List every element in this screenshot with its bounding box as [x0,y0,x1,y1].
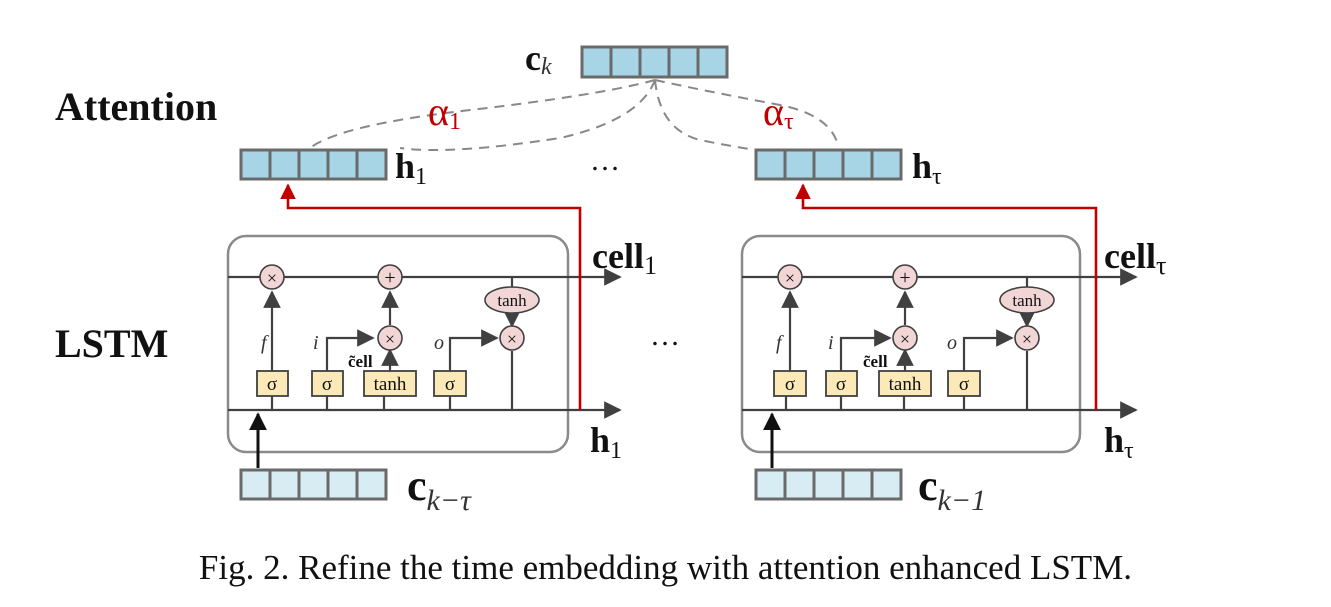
label-o: o [434,332,444,354]
attention-dashed-lines [309,79,839,152]
label-f: f [261,332,269,354]
label-i: i [313,332,319,354]
lstm-title: LSTM [55,321,168,366]
context-vector-ck [580,45,729,79]
top-ellipsis: … [590,144,620,177]
h1-top-label: h1 [395,146,427,190]
label-i-r: i [828,332,834,354]
red-link-right [795,183,1098,410]
input-vector-right [754,468,903,501]
label-cell-tilde: c̃ell [348,352,373,371]
input-right-label: ck−1 [918,461,986,517]
celltau-label: cellτ [1104,236,1166,280]
op-forget-mul: × [267,268,277,288]
alpha-tau-label: ατ [763,89,794,135]
alpha-1-label: α1 [428,89,461,135]
op-tanh: tanh [497,291,527,310]
lstm-attention-diagram: ck Attention α1 ατ h1 … hτ LSTM … [55,38,1166,517]
input-vector-left [239,468,388,501]
input-left-label: ck−τ [407,461,472,517]
gate-i-sigma: σ [322,374,332,395]
op-output-mul-r: × [1022,329,1032,349]
figure-caption: Fig. 2. Refine the time embedding with a… [198,548,1133,587]
gate-i-sigma-r: σ [836,374,846,395]
lstm-cell-right: σ σ tanh σ × + × tanh × f i o c̃ell [740,234,1138,468]
hidden-vector-htau [754,148,903,181]
op-add-r: + [899,267,910,289]
op-input-mul: × [385,329,395,349]
label-f-r: f [776,332,784,354]
htau-top-label: hτ [912,146,942,190]
label-cell-tilde-r: c̃ell [863,352,888,371]
middle-ellipsis: … [650,319,680,352]
gate-o-sigma-r: σ [959,374,969,395]
gate-o-sigma: σ [445,374,455,395]
attention-title: Attention [55,84,217,129]
lstm-cell-left: σ σ tanh σ × + × tanh × f i o c̃ell [226,234,622,468]
op-forget-mul-r: × [785,268,795,288]
cell1-label: cell1 [592,236,657,280]
h1-bottom-label: h1 [590,420,622,464]
ck-label: ck [525,38,552,80]
htau-bottom-label: hτ [1104,420,1134,464]
op-tanh-r: tanh [1012,291,1042,310]
gate-cell-tanh-r: tanh [889,374,922,395]
gate-f-sigma: σ [267,374,277,395]
label-o-r: o [947,332,957,354]
op-output-mul: × [507,329,517,349]
op-input-mul-r: × [900,329,910,349]
gate-cell-tanh: tanh [374,374,407,395]
op-add: + [384,267,395,289]
hidden-vector-h1 [239,148,388,181]
gate-f-sigma-r: σ [785,374,795,395]
red-link-left [280,183,582,410]
